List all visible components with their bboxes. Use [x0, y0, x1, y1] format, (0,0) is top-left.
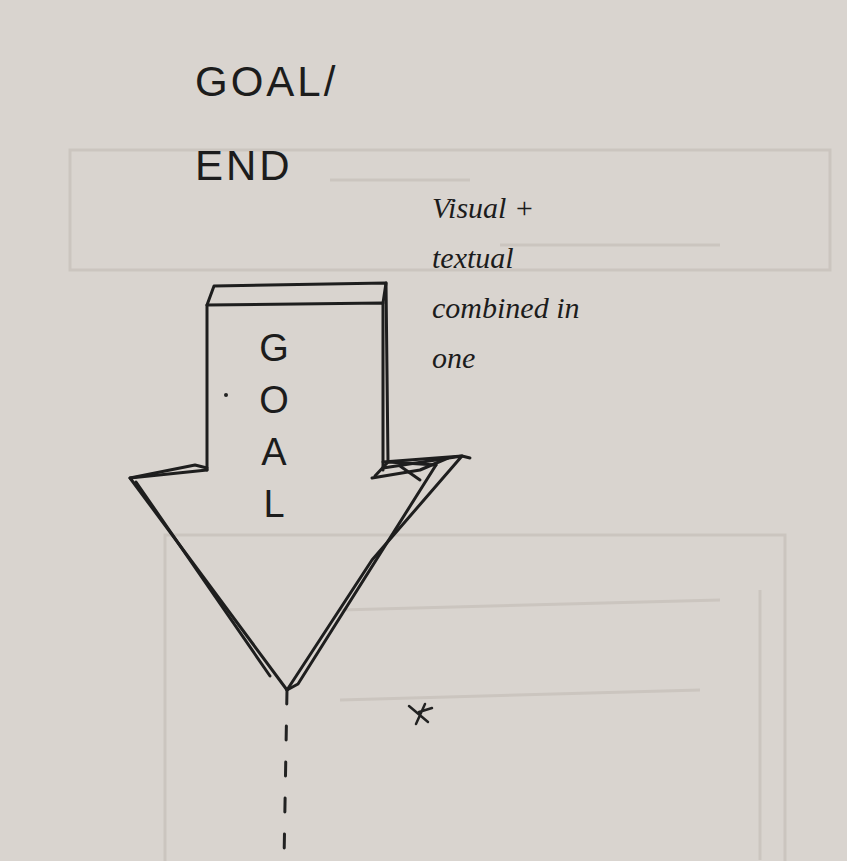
faint-line [340, 690, 700, 700]
pen-stroke [400, 466, 420, 480]
pen-stroke [130, 456, 462, 690]
goal-arrow: GOAL [120, 275, 480, 700]
faint-line [759, 590, 762, 860]
arrow-outline [120, 275, 480, 700]
faint-box [165, 535, 785, 861]
pen-scribble [409, 704, 432, 724]
pen-dot [224, 393, 228, 397]
vertical-label: GOAL [252, 327, 295, 535]
show-through-lines [70, 150, 830, 861]
pen-stroke [130, 465, 207, 478]
faint-line [330, 179, 470, 182]
handwritten-note: Visual + textual combined in one [432, 183, 602, 383]
faint-line [500, 244, 720, 247]
pen-stroke [372, 458, 448, 478]
pen-stroke [386, 283, 388, 462]
dashed-leader [284, 690, 287, 861]
faint-line [340, 600, 720, 610]
page-heading: GOAL/ END [195, 40, 360, 208]
pen-stroke [287, 465, 436, 690]
pen-stroke [136, 482, 270, 676]
pen-stroke [207, 283, 386, 305]
pen-stroke [207, 303, 383, 470]
